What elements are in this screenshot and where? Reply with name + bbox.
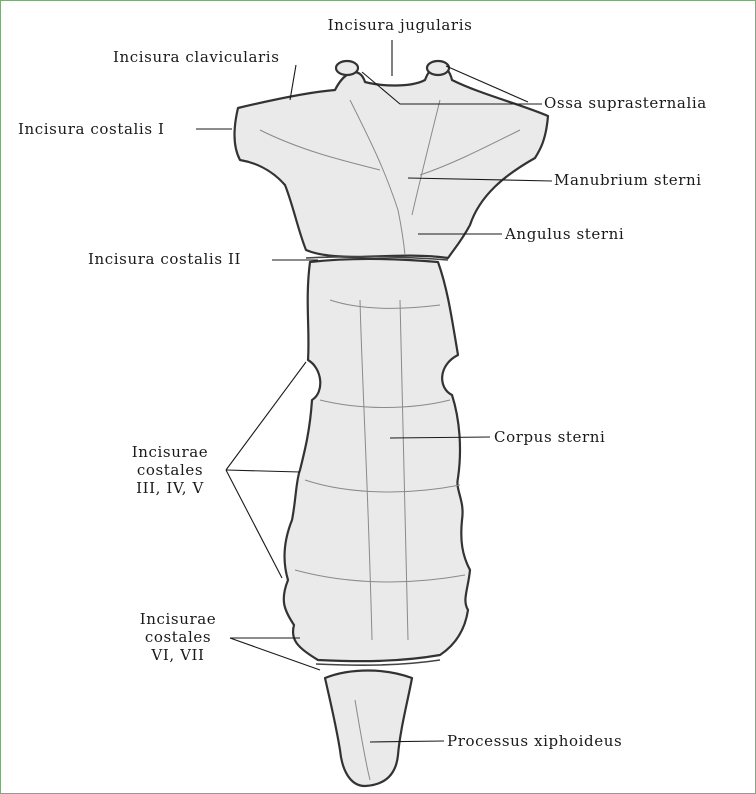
label-ossa-suprasternalia: Ossa suprasternalia (544, 94, 707, 112)
label-incisura-clavicularis: Incisura clavicularis (113, 48, 280, 66)
label-incisura-costalis-ii: Incisura costalis II (88, 250, 241, 268)
labels: Incisura jugularis Incisura clavicularis… (18, 16, 707, 750)
label-corpus-sterni: Corpus sterni (494, 428, 605, 446)
os-suprasternale-right (425, 59, 451, 77)
label-incisura-jugularis: Incisura jugularis (328, 16, 473, 34)
label-incisurae-costales-345-line1: Incisurae (132, 443, 209, 461)
leader-lines (196, 40, 553, 743)
label-incisurae-costales-345-line3: III, IV, V (136, 479, 204, 497)
label-incisurae-costales-345-line2: costales (137, 461, 203, 479)
manubrium-sterni-shape (233, 64, 550, 260)
label-processus-xiphoideus: Processus xiphoideus (447, 732, 622, 750)
label-incisurae-costales-67-line1: Incisurae (140, 610, 217, 628)
label-incisurae-costales-67-line3: VI, VII (150, 646, 204, 664)
label-manubrium-sterni: Manubrium sterni (554, 171, 702, 189)
label-incisura-costalis-i: Incisura costalis I (18, 120, 165, 138)
os-suprasternale-left (334, 59, 360, 77)
sternum-illustration (233, 59, 550, 788)
processus-xiphoideus-shape (323, 669, 414, 788)
label-incisurae-costales-67-line2: costales (145, 628, 211, 646)
corpus-sterni-shape (282, 257, 472, 663)
label-angulus-sterni: Angulus sterni (504, 225, 624, 243)
